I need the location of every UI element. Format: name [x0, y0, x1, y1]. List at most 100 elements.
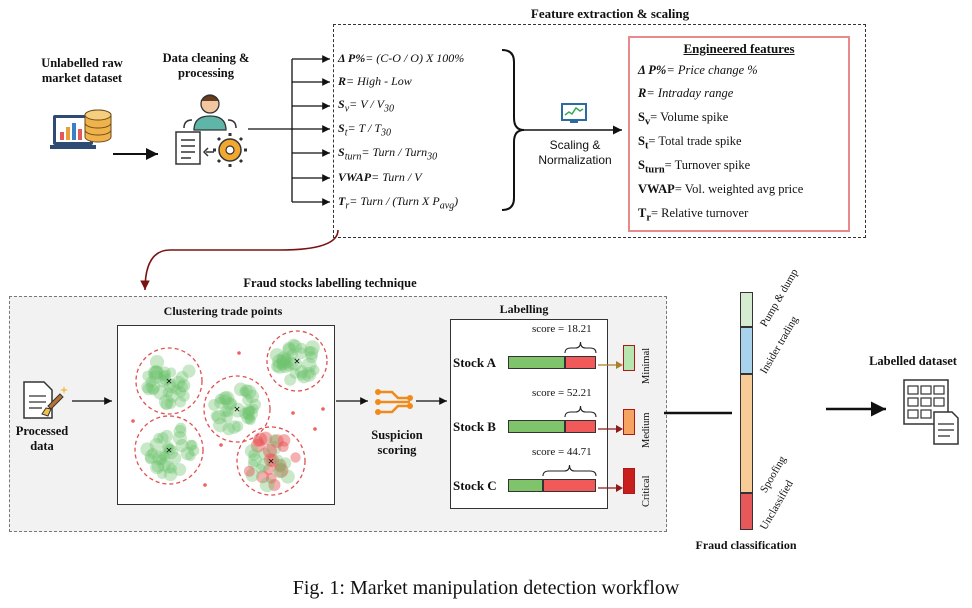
feature-formula: VWAP= Turn / V [338, 170, 422, 185]
trade-point [175, 386, 187, 398]
engineered-description: = Total trade spike [648, 134, 742, 148]
score-brace [563, 341, 598, 360]
trade-point [185, 439, 197, 451]
engineered-symbol-sub: r [646, 212, 651, 224]
trade-point [149, 355, 165, 370]
trade-point [163, 444, 179, 460]
trade-point [242, 394, 254, 406]
trade-point [247, 459, 259, 470]
trade-point [282, 341, 296, 356]
trade-point [171, 384, 182, 395]
feature-formula: St= T / T30 [338, 121, 391, 138]
stock-score: score = 18.21 [532, 323, 592, 335]
trade-point [295, 365, 309, 379]
trade-point [208, 399, 220, 411]
feature-symbol: S [338, 97, 345, 111]
trade-point [141, 380, 154, 394]
feature-symbol: VWAP [338, 170, 372, 184]
cluster-boundary [266, 330, 328, 392]
trade-point [230, 402, 246, 418]
score-bar-red [565, 356, 596, 369]
figure-caption: Fig. 1: Market manipulation detection wo… [292, 577, 680, 599]
trade-point [211, 409, 227, 425]
trade-point [279, 457, 292, 470]
trade-point [280, 352, 292, 365]
feature-extraction-box [333, 24, 866, 238]
trade-point [220, 394, 231, 405]
feature-definition: = (C-O / O) X 100% [365, 51, 465, 65]
cluster-centroid: × [268, 454, 275, 468]
trade-point [248, 449, 260, 461]
feature-formula: Sv= V / V30 [338, 97, 394, 114]
engineered-symbol-sub: turn [644, 164, 665, 176]
trade-point [266, 454, 280, 468]
trade-point [153, 385, 168, 400]
trade-point [185, 450, 196, 462]
trade-point [245, 468, 260, 482]
cluster-boundary [203, 375, 271, 443]
engineered-symbol-sub: v [644, 116, 651, 128]
score-bar-red [565, 420, 596, 433]
feature-definition-sub: 30 [384, 103, 395, 115]
trade-point [147, 383, 160, 396]
engineered-features-box [628, 36, 850, 232]
feature-definition: = Turn / (Turn X P [349, 194, 440, 208]
trade-point [168, 451, 182, 465]
score-bar-green [508, 420, 565, 433]
trade-point [159, 451, 171, 463]
trade-point [277, 358, 293, 374]
cluster-centroid: × [166, 443, 173, 457]
trade-point [240, 384, 253, 397]
stock-name: Stock C [453, 478, 497, 493]
trade-point [245, 405, 256, 416]
raw-dataset-label: Unlabelled raw market dataset [41, 56, 123, 85]
trade-point [242, 406, 255, 420]
processed-data-label: Processed data [15, 424, 69, 453]
trade-point [276, 355, 291, 370]
score-bar-red [543, 479, 596, 492]
outlier-point [321, 407, 325, 411]
trade-point [241, 411, 254, 424]
engineered-description: = Turnover spike [664, 158, 751, 172]
classification-title: Fraud classification [695, 538, 797, 552]
feature-definition-tail: ) [454, 194, 459, 208]
fraud-section-title: Fraud stocks labelling technique [243, 276, 417, 290]
score-brace [541, 464, 598, 483]
trade-point [153, 433, 164, 444]
trade-point [248, 404, 259, 415]
engineered-feature: R= Intraday range [638, 86, 733, 101]
trade-point [272, 464, 287, 479]
cluster-plot: ××××× [131, 330, 328, 496]
trade-point [304, 368, 315, 379]
feature-symbol: T [338, 194, 346, 208]
feature-symbol: S [338, 121, 345, 135]
trade-point [265, 473, 277, 484]
trade-point [258, 447, 271, 461]
trade-point [285, 356, 299, 370]
monitor-chart-icon [561, 103, 587, 123]
trade-point [304, 346, 319, 360]
level-arrow [598, 421, 626, 439]
trade-point [142, 383, 155, 396]
class-segment [740, 327, 753, 374]
trade-point [287, 338, 300, 351]
trade-point [158, 366, 171, 379]
engineered-feature: Δ P%= Price change % [638, 63, 758, 78]
trade-point [232, 420, 244, 432]
trade-point [155, 454, 167, 466]
trade-point [162, 442, 174, 454]
feature-definition-sub: 30 [427, 151, 438, 163]
stock-name: Stock A [453, 355, 496, 370]
trade-point [273, 458, 287, 472]
risk-level-box [623, 345, 635, 371]
market-dataset-icon [50, 109, 112, 149]
trade-point [218, 391, 233, 406]
trade-point [243, 406, 258, 421]
trade-point [295, 342, 307, 354]
feature-formula: Tr= Turn / (Turn X Pavg) [338, 194, 458, 211]
trade-point [304, 345, 315, 357]
trade-point [172, 431, 187, 446]
trade-point [245, 389, 260, 404]
trade-point [150, 365, 164, 379]
trade-point [175, 422, 187, 434]
